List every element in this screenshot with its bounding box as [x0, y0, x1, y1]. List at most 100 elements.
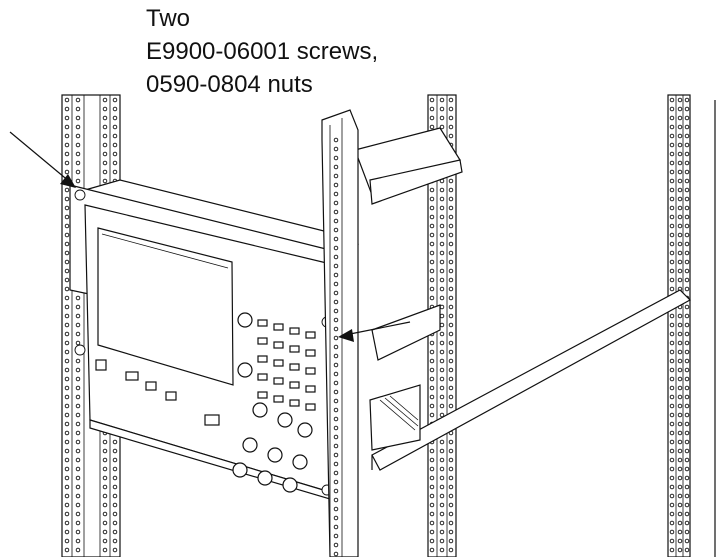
rail-hole: [677, 484, 683, 490]
panel-button: [289, 327, 300, 335]
rail-hole: [448, 295, 454, 301]
rail-hole: [448, 115, 454, 121]
rail-hole: [75, 295, 81, 301]
rail-hole: [102, 97, 108, 103]
rail-hole: [333, 344, 339, 350]
rail-hole: [439, 277, 445, 283]
rail-hole: [112, 169, 118, 175]
rail-hole: [684, 196, 690, 202]
rail-hole: [333, 380, 339, 386]
rail-hole: [75, 412, 81, 418]
rail-hole: [439, 115, 445, 121]
rail-hole: [684, 97, 690, 103]
rail-hole: [429, 250, 435, 256]
rail-hole: [439, 187, 445, 193]
rail-hole: [684, 313, 690, 319]
rail-hole: [112, 538, 118, 544]
rail-hole: [429, 349, 435, 355]
rail-hole: [448, 205, 454, 211]
rail-hole: [669, 178, 675, 184]
rail-hole: [439, 385, 445, 391]
rail-hole: [102, 439, 108, 445]
rail-hole: [429, 187, 435, 193]
rail-hole: [684, 493, 690, 499]
rail-hole: [64, 268, 70, 274]
rail-hole: [75, 358, 81, 364]
rail-hole: [677, 430, 683, 436]
rail-hole: [669, 97, 675, 103]
rail-hole: [333, 218, 339, 224]
rail-hole: [64, 187, 70, 193]
rail-hole: [684, 430, 690, 436]
knob: [257, 470, 273, 486]
rail-hole: [112, 448, 118, 454]
rail-hole: [448, 376, 454, 382]
rail-hole: [429, 385, 435, 391]
rail-hole: [102, 493, 108, 499]
rail-hole: [64, 232, 70, 238]
rail-hole: [333, 200, 339, 206]
rail-hole: [669, 502, 675, 508]
rail-hole: [64, 520, 70, 526]
rail-hole: [64, 286, 70, 292]
rail-hole: [448, 457, 454, 463]
rail-hole: [429, 466, 435, 472]
rail-hole: [333, 452, 339, 458]
panel-button: [305, 331, 316, 339]
panel-button: [257, 319, 268, 327]
rail-hole: [64, 196, 70, 202]
rail-hole: [684, 376, 690, 382]
rail-hole: [669, 493, 675, 499]
panel-button: [257, 355, 268, 363]
rail-hole: [684, 538, 690, 544]
rail-hole: [64, 277, 70, 283]
rail-hole: [333, 515, 339, 521]
rail-hole: [669, 547, 675, 553]
rail-hole: [684, 142, 690, 148]
rail-hole: [333, 479, 339, 485]
rail-hole: [333, 164, 339, 170]
rail-hole: [429, 106, 435, 112]
rail-hole: [333, 209, 339, 215]
rail-hole: [439, 97, 445, 103]
rail-hole: [333, 236, 339, 242]
rail-hole: [102, 133, 108, 139]
rail-hole: [75, 97, 81, 103]
rail-hole: [75, 421, 81, 427]
rail-hole: [64, 322, 70, 328]
rail-hole: [677, 457, 683, 463]
rail-hole: [684, 133, 690, 139]
rail-hole: [684, 277, 690, 283]
rail-hole: [439, 439, 445, 445]
rail-hole: [333, 542, 339, 548]
rail-hole: [439, 241, 445, 247]
rail-hole: [448, 367, 454, 373]
rail-hole: [669, 484, 675, 490]
rail-hole: [429, 520, 435, 526]
rail-hole: [429, 268, 435, 274]
rail-hole: [64, 538, 70, 544]
rail-hole: [669, 403, 675, 409]
rail-hole: [102, 115, 108, 121]
rail-hole: [684, 547, 690, 553]
rail-hole: [439, 313, 445, 319]
rail-hole: [448, 304, 454, 310]
front-rack-rail-right: [321, 109, 359, 557]
rail-hole: [677, 205, 683, 211]
rail-hole: [684, 421, 690, 427]
rail-hole: [75, 502, 81, 508]
pointer-arrow-left: [9, 131, 76, 188]
rail-hole: [75, 475, 81, 481]
rail-hole: [677, 475, 683, 481]
rail-hole: [64, 331, 70, 337]
rail-hole: [75, 538, 81, 544]
rail-hole: [677, 439, 683, 445]
panel-button: [273, 395, 284, 403]
rail-hole: [669, 349, 675, 355]
rail-hole: [677, 232, 683, 238]
rail-hole: [64, 457, 70, 463]
rail-hole: [448, 232, 454, 238]
rail-hole: [75, 340, 81, 346]
rail-hole: [448, 466, 454, 472]
